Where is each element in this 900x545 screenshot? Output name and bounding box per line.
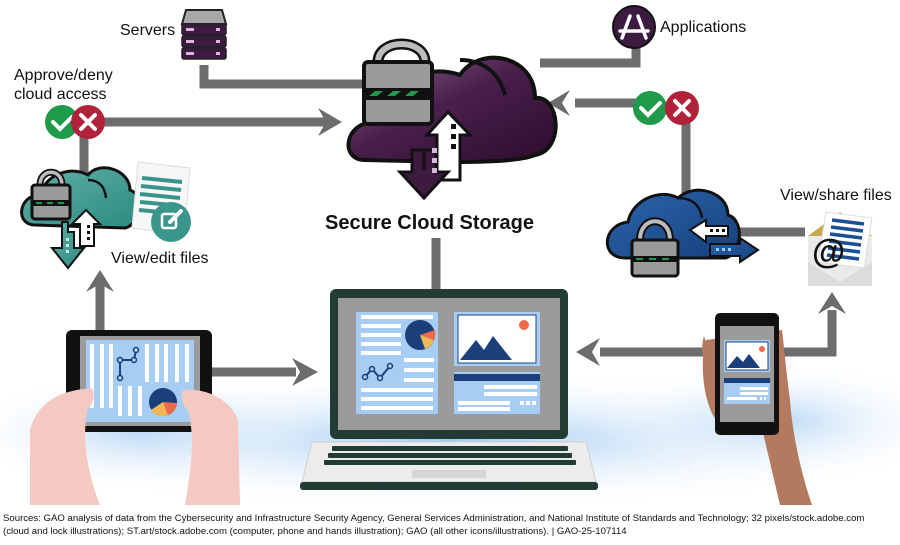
approve-deny-right — [633, 91, 699, 125]
source-line-2: (cloud and lock illustrations); ST.art/s… — [3, 526, 627, 537]
connector-lines — [79, 40, 837, 377]
smartphone-icon — [702, 313, 812, 505]
access-label-line2: cloud access — [14, 86, 107, 103]
arrow-right-to-laptop — [292, 358, 318, 386]
tablet-icon — [30, 330, 240, 505]
at-sign-icon: @ — [812, 233, 845, 271]
check-icon — [45, 105, 79, 139]
view-edit-label: View/edit files — [111, 250, 209, 267]
arrow-left-to-cloud — [548, 90, 570, 116]
servers-label: Servers — [120, 22, 176, 39]
arrowheads — [86, 90, 846, 386]
edit-document-icon — [131, 161, 191, 242]
phone-to-email-connector — [780, 310, 837, 357]
secure-cloud-icon — [346, 38, 558, 201]
teal-secure-cloud-icon — [20, 166, 141, 270]
source-line-1: Sources: GAO analysis of data from the C… — [3, 513, 865, 524]
email-attachment-icon: @ — [808, 211, 873, 286]
approve-deny-left — [45, 105, 105, 139]
check-icon — [633, 91, 667, 125]
diagram-title: Secure Cloud Storage — [325, 212, 534, 234]
source-note: Sources: GAO analysis of data from the C… — [3, 512, 898, 538]
arrow-left-to-laptop — [576, 338, 600, 366]
applications-label: Applications — [660, 19, 747, 36]
app-store-icon — [612, 5, 656, 49]
view-share-label: View/share files — [780, 187, 892, 204]
servers-connector — [199, 65, 370, 89]
arrow-up-to-email — [818, 292, 846, 314]
blue-secure-cloud-icon — [605, 188, 760, 278]
access-label-line1: Approve/deny — [14, 67, 113, 84]
arrow-up-to-left-cloud — [86, 270, 114, 292]
server-stack-icon — [180, 9, 228, 60]
laptop-icon — [300, 289, 598, 490]
arrow-right-to-cloud — [318, 108, 342, 136]
